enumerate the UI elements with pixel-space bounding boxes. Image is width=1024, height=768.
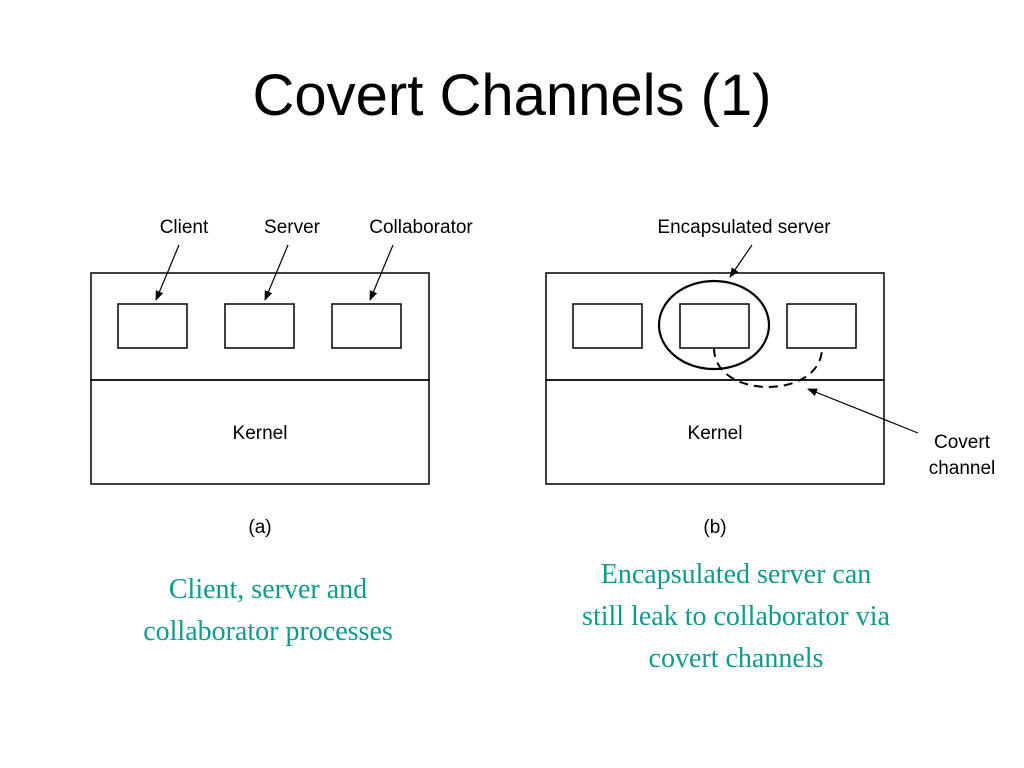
encapsulated-server-label: Encapsulated server (657, 217, 831, 238)
right-caption-line2: still leak to collaborator via (582, 601, 890, 632)
server-arrow (264, 244, 289, 301)
kernel-box-a (90, 379, 430, 485)
user-space-box-b (545, 272, 885, 381)
user-space-box-a (90, 272, 430, 381)
caption-b: (b) (703, 517, 726, 538)
encapsulated-server-box (679, 303, 750, 349)
server-label: Server (264, 217, 321, 238)
right-caption-line1: Encapsulated server can (600, 559, 872, 590)
covert-label-line2: channel (929, 458, 996, 479)
slide-title: Covert Channels (1) (252, 63, 772, 128)
collaborator-process-box (331, 303, 402, 349)
encapsulated-server-arrow (729, 244, 753, 278)
encapsulation-ellipse (657, 279, 771, 371)
collaborator-arrow (369, 244, 394, 301)
client-arrow (155, 244, 180, 301)
diagram-a: Client Server Collaborator Kernel (a) (90, 217, 473, 538)
kernel-label-b: Kernel (688, 423, 743, 444)
left-caption-line2: collaborator processes (143, 616, 393, 647)
client-label: Client (160, 217, 209, 238)
collaborator-process-box-b (786, 303, 857, 349)
client-process-box (117, 303, 188, 349)
left-caption-line1: Client, server and (168, 574, 368, 605)
kernel-label-a: Kernel (233, 423, 288, 444)
diagram-b: Encapsulated server Covert channel Kerne… (545, 217, 996, 538)
server-process-box (224, 303, 295, 349)
right-caption-line3: covert channels (648, 643, 824, 674)
caption-a: (a) (248, 517, 271, 538)
client-process-box-b (572, 303, 643, 349)
collaborator-label: Collaborator (369, 217, 473, 238)
kernel-box-b (545, 379, 885, 485)
left-caption: Client, server and collaborator processe… (90, 569, 446, 653)
covert-label-line1: Covert (934, 432, 991, 453)
covert-channel-path (713, 347, 823, 388)
right-caption: Encapsulated server can still leak to co… (530, 554, 942, 680)
covert-channel-arrow (807, 388, 919, 434)
